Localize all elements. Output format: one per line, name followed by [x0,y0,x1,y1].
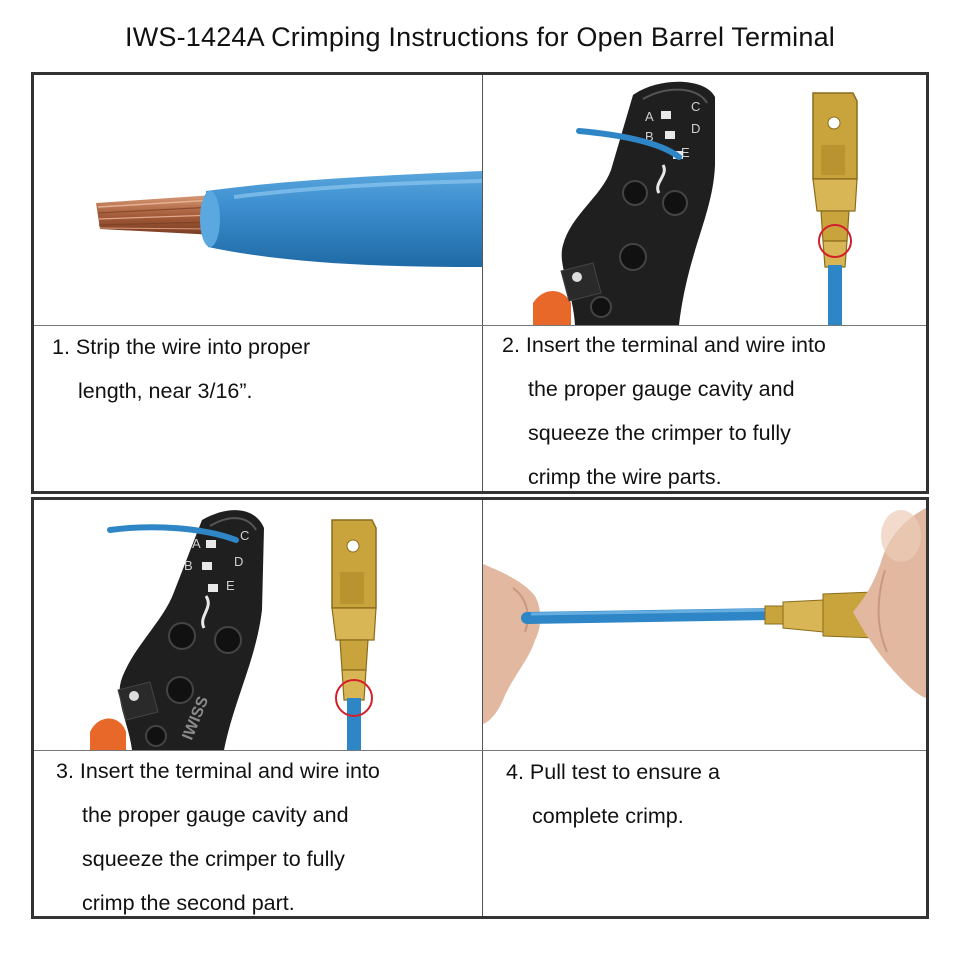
step-4-text: 4. Pull test to ensure a complete crimp. [506,750,720,838]
cavity-label-e: E [681,145,690,160]
tool-handle [533,291,571,325]
pull-test-illustration [483,508,926,724]
row-divider [34,325,926,326]
step-3-text: 3. Insert the terminal and wire into the… [56,749,380,925]
crimper-insert-illustration: A B C D E [533,81,858,325]
cavity-slot [665,131,675,139]
pivot-bolt [662,190,688,216]
cavity-slot [206,540,216,548]
wire-segment [576,128,682,160]
step-2-text: 2. Insert the terminal and wire into the… [502,323,826,499]
step-4-image [483,500,926,750]
instruction-panel-top: A B C D E [31,72,929,494]
row-divider [34,750,926,751]
open-barrel-terminal [331,519,377,701]
wire-segment [828,265,842,325]
pivot-bolt [622,180,648,206]
instruction-panel-bottom: A B C D E IWISS [31,497,929,919]
cavity-label-c: C [691,99,700,114]
pivot-bolt [214,626,242,654]
left-hand [483,564,541,724]
cavity-slot [661,111,671,119]
step-line: the proper gauge cavity and [82,803,349,827]
step-1-image [34,75,482,325]
pivot-bolt [168,622,196,650]
cavity-slot [202,562,212,570]
step-line: crimp the wire parts. [528,465,722,489]
step-line: Strip the wire into proper [75,335,311,359]
tool-handle [90,718,126,750]
step-line: squeeze the crimper to fully [82,847,345,871]
cavity-label-c: C [240,528,249,543]
crimp-area-marker [335,679,373,717]
wire-segment [107,524,239,543]
pivot-bolt [619,243,647,271]
step-number: 3. [56,759,74,783]
step-line: the proper gauge cavity and [528,377,795,401]
cavity-label-d: D [234,554,243,569]
step-1-text: 1. Strip the wire into proper length, ne… [52,325,310,413]
step-number: 4. [506,760,524,784]
cavity-label-a: A [192,536,201,551]
wire-segment [347,698,361,750]
wire-insulation [206,171,482,267]
cavity-label-a: A [645,109,654,124]
step-line: complete crimp. [532,804,684,828]
pivot-bolt [166,676,194,704]
step-line: squeeze the crimper to fully [528,421,791,445]
step-line: Insert the terminal and wire into [525,333,826,357]
copper-strands [96,195,217,235]
cavity-label-b: B [184,558,193,573]
step-3-image: A B C D E IWISS [34,500,482,750]
crimp-area-marker [818,224,852,258]
crimper-second-crimp-illustration: A B C D E IWISS [90,510,377,750]
cavity-label-d: D [691,121,700,136]
cavity-label-e: E [226,578,235,593]
step-2-image: A B C D E [483,75,926,325]
column-divider [482,75,483,491]
step-number: 2. [502,333,520,357]
cavity-slot [208,584,218,592]
step-number: 1. [52,335,70,359]
stripped-wire-illustration [96,171,482,267]
page-title: IWS-1424A Crimping Instructions for Open… [125,22,835,52]
step-line: length, near 3/16”. [78,379,253,403]
open-barrel-terminal [812,92,858,268]
wire-segment [521,608,779,624]
step-line: Pull test to ensure a [529,760,720,784]
insulation-cut-end [200,191,220,247]
cavity-label-b: B [645,129,654,144]
column-divider [482,500,483,916]
step-line: Insert the terminal and wire into [79,759,380,783]
step-line: crimp the second part. [82,891,295,915]
